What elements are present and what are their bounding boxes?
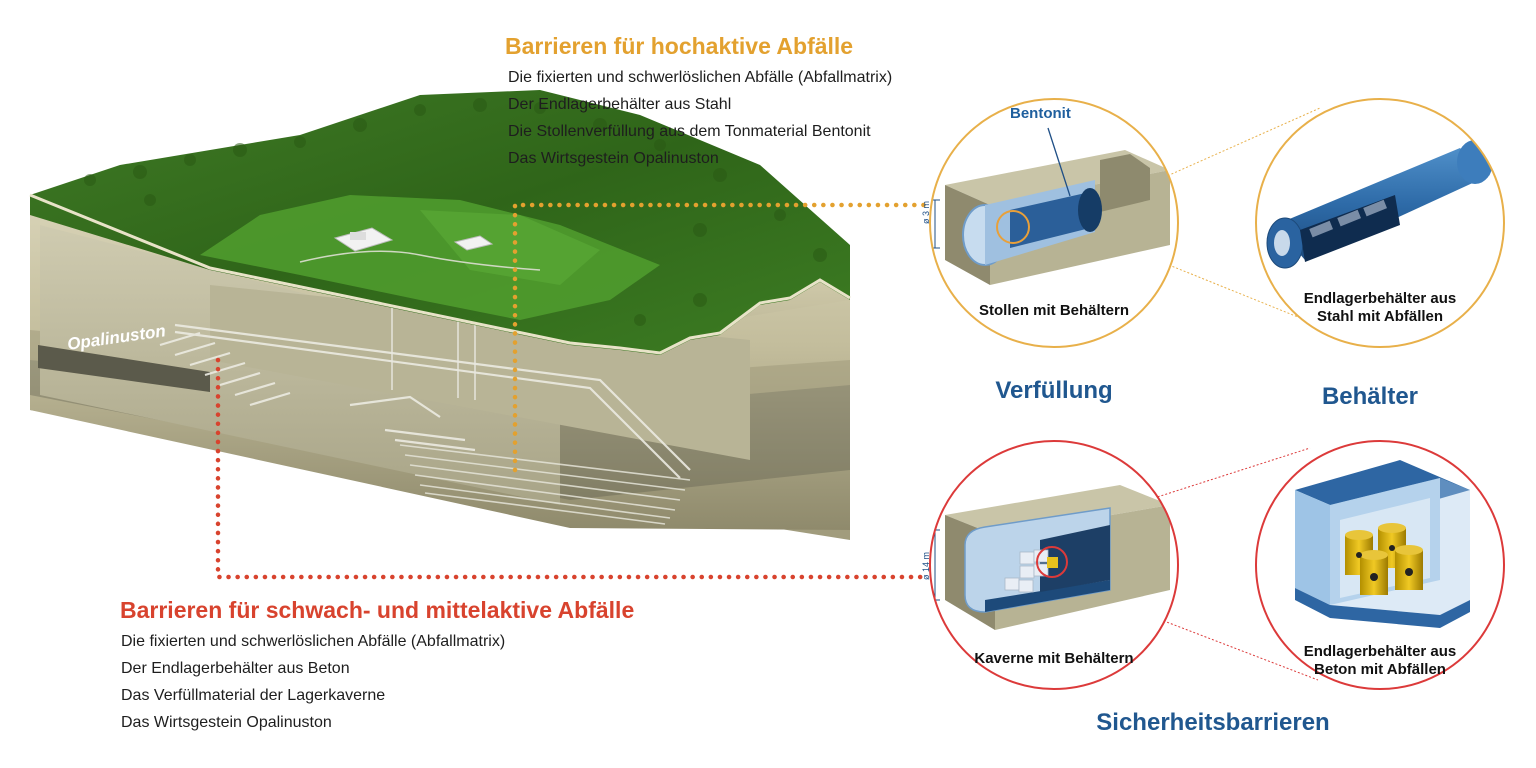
list-item: Das Verfüllmaterial der Lagerkaverne (121, 687, 386, 704)
surface-facility (333, 227, 494, 252)
high-level-barrier-list: Die fixierten und schwerlöslichen Abfäll… (508, 64, 892, 172)
caption-line: Stahl mit Abfällen (1316, 308, 1444, 325)
category-container: Behälter (1321, 383, 1419, 410)
list-item: Der Endlagerbehälter aus Beton (121, 660, 350, 677)
opalinuston-band (38, 345, 210, 392)
list-item: Der Endlagerbehälter aus Stahl (508, 96, 732, 113)
list-item: Die fixierten und schwerlöslichen Abfäll… (508, 69, 893, 86)
caption-line: Beton mit Abfällen (1314, 661, 1446, 678)
category-backfill: Verfüllung (995, 377, 1113, 404)
stollen-detail (929, 98, 1179, 348)
list-item: Die Stollenverfüllung aus dem Tonmateria… (508, 123, 871, 140)
stollen-diameter-label: ø 3 m (921, 200, 931, 224)
bentonit-label: Bentonit (1010, 105, 1071, 122)
high-level-title: Barrieren für hochaktive Abfälle (505, 33, 854, 59)
list-item: Das Wirtsgestein Opalinuston (121, 714, 332, 731)
low-mid-level-barrier-list: Die fixierten und schwerlöslichen Abfäll… (121, 628, 505, 736)
category-safety-barriers: Sicherheitsbarrieren (1096, 709, 1330, 736)
list-item: Die fixierten und schwerlöslichen Abfäll… (121, 633, 506, 650)
low-mid-level-title: Barrieren für schwach- und mittelaktive … (120, 597, 635, 623)
steel-container-caption: Endlagerbehälter aus Stahl mit Abfällen (1280, 290, 1480, 326)
steel-container-detail (1255, 98, 1505, 348)
concrete-container-caption: Endlagerbehälter aus Beton mit Abfällen (1280, 643, 1480, 679)
list-item: Das Wirtsgestein Opalinuston (508, 150, 719, 167)
kaverne-diameter-label: ø 14 m (921, 551, 931, 580)
caption-line: Endlagerbehälter aus (1303, 643, 1457, 660)
kaverne-caption: Kaverne mit Behältern (974, 650, 1134, 667)
caption-line: Endlagerbehälter aus (1303, 290, 1457, 307)
concrete-container-detail (1255, 440, 1505, 690)
stollen-caption: Stollen mit Behältern (978, 302, 1130, 319)
